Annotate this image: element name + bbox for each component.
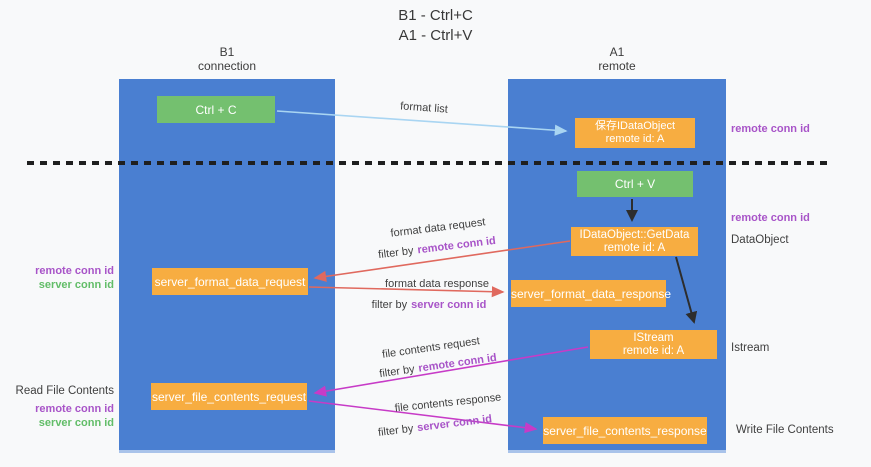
file-contents-response-arrow (308, 400, 538, 434)
node-istream-line2: remote id: A (622, 344, 685, 357)
node-ctrl-c: Ctrl + C (157, 96, 275, 123)
filter-id-server-1: server conn id (411, 299, 487, 311)
filter-prefix-2: filter by (371, 299, 408, 311)
node-server-format-data-response: server_format_data_response (511, 280, 672, 307)
lane-a1-role: remote (598, 59, 636, 73)
node-ctrl-c-label: Ctrl + C (195, 102, 237, 117)
right-label-remote-conn-id-mid: remote conn id (731, 212, 810, 224)
title-line-a1: A1 - Ctrl+V (398, 27, 473, 44)
diagram-title: B1 - Ctrl+C A1 - Ctrl+V (0, 6, 871, 46)
node-server-file-contents-response: server_file_contents_response (543, 417, 707, 444)
node-istream-line1: IStream (633, 331, 674, 344)
left-label-remote-conn-id-top: remote conn id (35, 265, 114, 277)
node-getdata-line2: remote id: A (603, 241, 666, 254)
node-format-response-label: server_format_data_response (511, 286, 672, 301)
node-save-idataobject: 保存IDataObject remote id: A (575, 118, 695, 148)
node-ctrl-v: Ctrl + V (577, 171, 693, 197)
node-save-idataobject-line1: 保存IDataObject (594, 120, 676, 132)
node-getdata-line1: IDataObject::GetData (579, 228, 690, 241)
right-label-write-file-contents: Write File Contents (736, 424, 834, 436)
right-label-dataobject: DataObject (731, 234, 789, 246)
node-file-request-label: server_file_contents_request (151, 389, 307, 404)
format-data-request-arrow (313, 240, 571, 282)
lane-a1-name: A1 (609, 45, 625, 59)
left-label-server-conn-id-top: server conn id (38, 279, 114, 291)
node-server-file-contents-request: server_file_contents_request (151, 383, 307, 410)
lane-header-a1: A1 remote (508, 45, 726, 73)
right-label-remote-conn-id-top: remote conn id (731, 123, 810, 135)
lane-header-b1: B1 connection (119, 45, 335, 73)
format-list-arrow (276, 110, 568, 136)
lane-b1-role: connection (197, 59, 257, 73)
getdata-to-istream-arrow (675, 256, 698, 324)
node-istream: IStream remote id: A (590, 330, 717, 359)
left-label-group-bottom: Read File Contents remote conn id server… (0, 384, 114, 430)
label-format-data-response: format data response (385, 278, 489, 290)
node-save-idataobject-line2: remote id: A (605, 133, 665, 145)
left-label-group-top: remote conn id server conn id (0, 264, 114, 292)
left-label-server-conn-id-bottom: server conn id (38, 417, 114, 429)
node-idataobject-getdata: IDataObject::GetData remote id: A (571, 227, 698, 256)
title-line-b1: B1 - Ctrl+C (398, 7, 473, 24)
right-label-istream: Istream (731, 342, 770, 354)
left-label-remote-conn-id-bottom: remote conn id (35, 403, 114, 415)
node-format-request-label: server_format_data_request (154, 274, 306, 289)
left-label-read-file-contents: Read File Contents (15, 385, 114, 397)
file-contents-request-arrow (313, 346, 589, 397)
node-server-format-data-request: server_format_data_request (152, 268, 308, 295)
node-ctrl-v-label: Ctrl + V (614, 177, 656, 191)
lane-b1-name: B1 (219, 45, 235, 59)
node-file-response-label: server_file_contents_response (543, 423, 707, 438)
format-data-response-arrow (308, 286, 505, 298)
